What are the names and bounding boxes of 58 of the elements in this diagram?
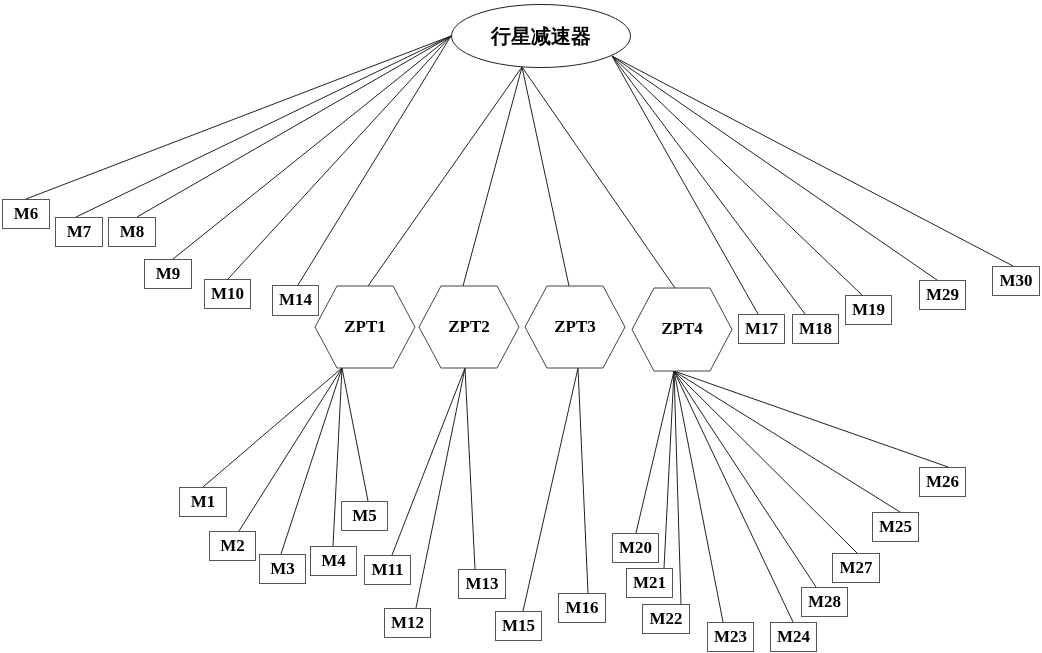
ellipse-node: 行星减速器 [451,4,631,68]
connector-line [297,35,452,286]
connector-line [367,66,523,287]
module-box: M12 [384,608,431,638]
module-box: M5 [341,501,388,531]
module-box: M2 [209,531,256,561]
module-box: M10 [204,279,251,309]
connector-line [521,66,570,287]
connector-line [238,367,343,532]
module-box: M23 [707,622,754,652]
module-box: M13 [458,569,506,599]
module-box: M28 [801,587,848,617]
module-box: M19 [845,295,892,325]
connector-line [673,370,858,554]
connector-line [341,367,369,502]
module-box: M11 [364,555,411,585]
module-box: M21 [626,568,673,598]
connector-line [332,367,343,547]
module-box: M20 [612,533,659,563]
module-box: M3 [259,554,306,584]
connector-line [75,35,452,218]
module-box: M30 [992,266,1040,296]
connector-line [391,367,466,556]
module-box: M22 [642,604,690,634]
hexagon-node: ZPT2 [419,286,519,368]
module-box: M9 [144,259,192,289]
hexagon-node: ZPT4 [632,288,732,371]
module-box: M8 [108,217,156,247]
module-box: M24 [770,622,817,652]
connector-line [521,66,676,289]
module-box: M14 [272,285,319,316]
module-box: M1 [179,487,227,517]
connector-line [611,55,1014,267]
module-box: M17 [738,314,785,344]
module-box: M26 [919,467,966,497]
module-box: M15 [495,611,542,641]
hexagon-node: ZPT1 [315,286,415,368]
module-box: M29 [919,280,966,310]
module-box: M7 [55,217,103,247]
connector-line [227,35,452,280]
hexagon-node: ZPT3 [525,286,625,368]
module-box: M16 [558,593,606,623]
connector-line [611,55,938,281]
module-box: M25 [872,512,919,542]
module-box: M4 [310,546,357,576]
connector-line [611,55,806,315]
connector-line [202,367,343,488]
connector-line [280,367,343,555]
connector-line [462,66,523,287]
connector-line [673,370,794,623]
connector-line [25,35,452,200]
module-box: M6 [2,199,50,229]
connector-line [172,35,452,260]
module-box: M18 [792,314,839,344]
connector-line [464,367,476,570]
connector-line [577,367,589,594]
connector-line [673,370,817,588]
module-box: M27 [832,553,880,583]
